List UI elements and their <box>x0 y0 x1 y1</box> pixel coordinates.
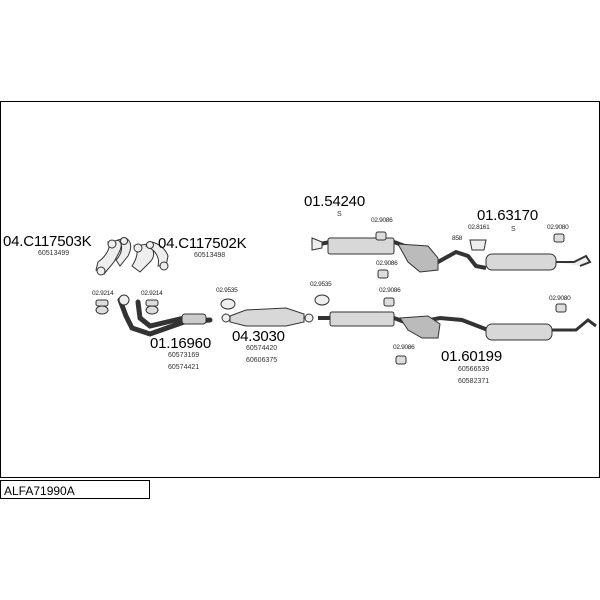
part-number-front-pipe: 01.16960 <box>150 335 211 352</box>
ref-catalyst-2: 60606375 <box>246 357 278 364</box>
mid-section-lower <box>318 311 489 339</box>
part-number-mid-section: 01.54240 <box>304 193 365 210</box>
fitting-label-9086-lower: 02.9086 <box>379 287 401 294</box>
manifold-right <box>131 241 169 273</box>
hanger-9080-lower <box>555 303 567 313</box>
hanger-9086-mid <box>377 269 389 279</box>
rear-silencer-lower <box>485 318 597 341</box>
rear-silencer-upper <box>485 253 592 271</box>
part-number-rear-silencer-upper: 01.63170 <box>477 207 538 224</box>
ref-rear-assembly-lower-2: 60582371 <box>458 378 490 385</box>
part-number-manifold-right: 04.C117502K <box>158 235 247 252</box>
gasket-9214-a <box>95 299 109 315</box>
clamp-8161 <box>469 239 487 251</box>
fitting-label-9080-lower: 02.9080 <box>549 295 571 302</box>
fitting-label-9214-b: 02.9214 <box>141 290 163 297</box>
part-number-rear-assembly-lower: 01.60199 <box>441 348 502 365</box>
mid-section-upper <box>311 237 487 273</box>
ref-front-pipe-2: 60574421 <box>168 364 200 371</box>
ref-manifold-right: 60513498 <box>194 252 226 259</box>
hanger-9086-bottom <box>395 355 407 365</box>
fitting-label-858: 858 <box>452 235 462 242</box>
hanger-9086-top <box>375 231 387 241</box>
gasket-9214-b <box>145 299 159 315</box>
fitting-label-9080-top: 02.9080 <box>547 224 569 231</box>
fitting-label-9086-bottom: 02.9086 <box>393 344 415 351</box>
ref-manifold-left: 60513499 <box>38 250 70 257</box>
suffix-rear-silencer-upper: S <box>511 226 516 233</box>
diagram-title-box: ALFA71990A <box>0 480 150 499</box>
ref-catalyst-1: 60574420 <box>246 345 278 352</box>
hanger-9086-lower <box>383 297 395 307</box>
manifold-left <box>95 237 132 276</box>
fitting-label-9535-a: 02.9535 <box>216 287 238 294</box>
diagram-frame <box>0 101 600 478</box>
fitting-label-9214-a: 02.9214 <box>92 290 114 297</box>
part-number-catalyst: 04.3030 <box>232 328 285 345</box>
suffix-mid-section: S <box>337 211 342 218</box>
catalyst <box>221 307 314 327</box>
hanger-9080-top <box>553 233 565 243</box>
gasket-9535-b <box>314 294 330 306</box>
fitting-label-9086-mid: 02.9086 <box>376 260 398 267</box>
ref-rear-assembly-lower-1: 60566539 <box>458 366 490 373</box>
fitting-label-9086-top: 02.9086 <box>371 217 393 224</box>
part-number-manifold-left: 04.C117503K <box>3 233 92 250</box>
front-pipe-flex <box>118 294 207 325</box>
fitting-label-9535-b: 02.9535 <box>310 281 332 288</box>
ref-front-pipe-1: 60573169 <box>168 352 200 359</box>
fitting-label-8161: 02.8161 <box>468 224 490 231</box>
diagram-title: ALFA71990A <box>4 484 75 498</box>
gasket-9535-a <box>220 298 236 310</box>
